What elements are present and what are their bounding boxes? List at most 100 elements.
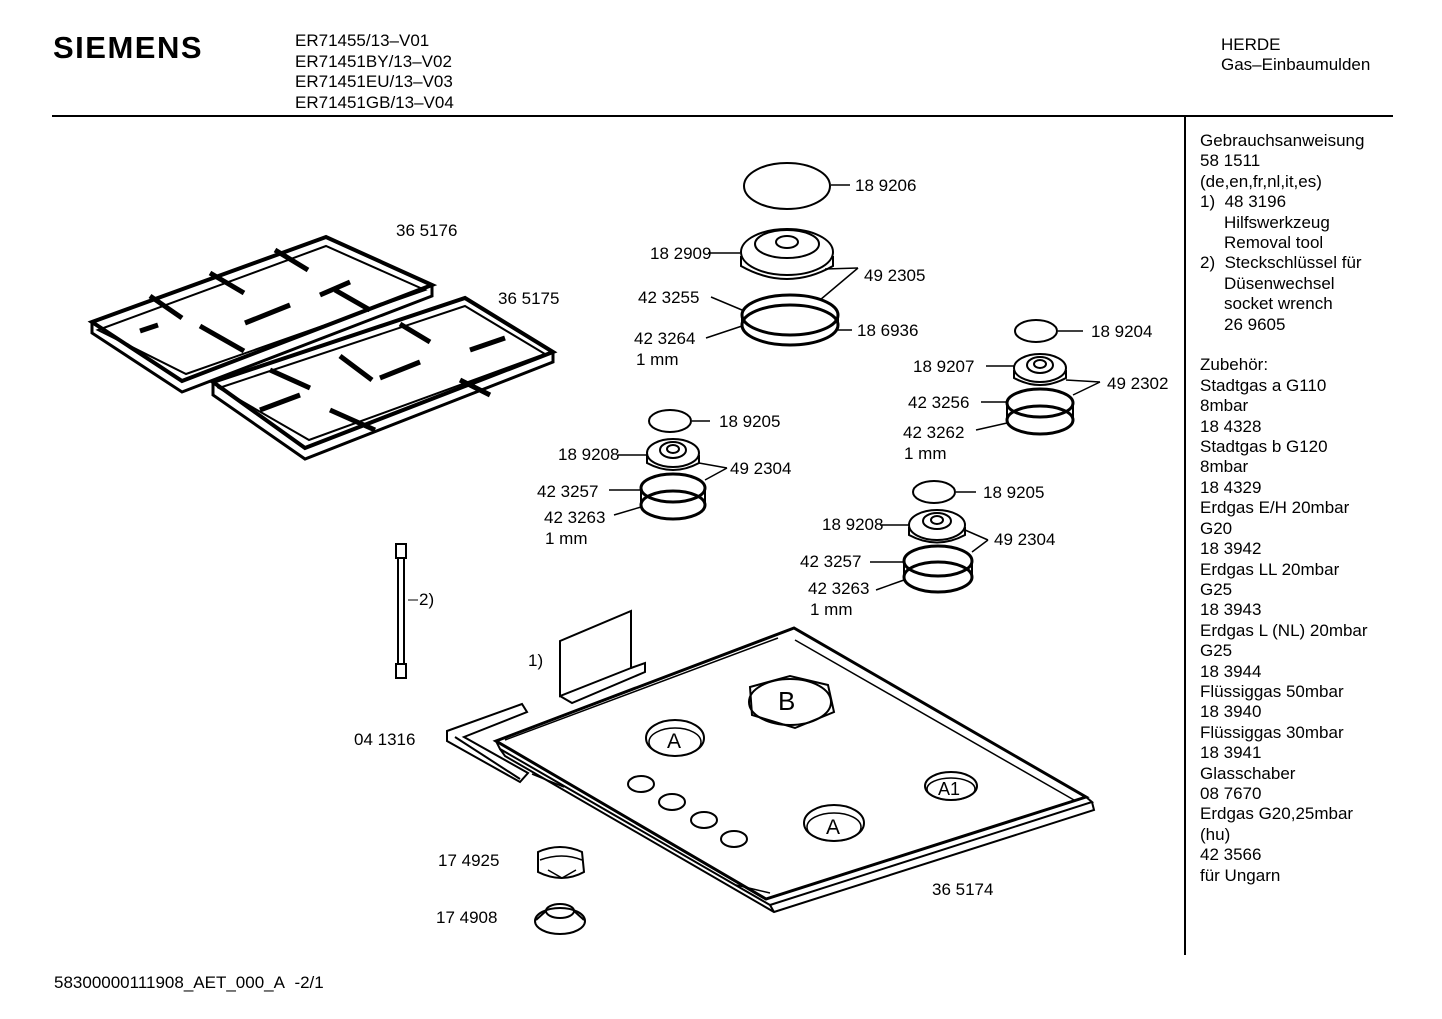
- part-label: 1 mm: [810, 600, 853, 619]
- note-marker: 1): [1200, 192, 1216, 212]
- corner-strip: [446, 702, 530, 784]
- note-line: Hilfswerkzeug: [1224, 212, 1330, 232]
- accessory-line: (hu): [1200, 824, 1231, 844]
- part-label: 42 3262: [903, 423, 965, 442]
- note-line: Düsenwechsel: [1224, 273, 1335, 293]
- note-text: Steckschlüssel für: [1224, 253, 1362, 273]
- accessory-line: G20: [1200, 518, 1233, 538]
- manual-number: 58 1511: [1200, 151, 1261, 171]
- document-id: 58300000111908_AET_000_A -2/1: [54, 973, 324, 993]
- burner-letter: A: [667, 730, 682, 753]
- part-label: 18 6936: [857, 321, 919, 340]
- part-label: 18 9205: [719, 412, 781, 431]
- sidebar-divider: [1184, 117, 1186, 955]
- part-label: 42 3263: [808, 579, 870, 598]
- burner-large-stack: [705, 162, 859, 347]
- part-label: 49 2304: [730, 459, 792, 478]
- burner-letter: A: [826, 816, 841, 839]
- part-label: 1 mm: [636, 350, 679, 369]
- part-label: 49 2302: [1107, 374, 1169, 393]
- burner-right-stack: [975, 319, 1101, 436]
- brand-logo: SIEMENS: [53, 30, 204, 65]
- part-label: 18 9208: [822, 515, 884, 534]
- accessory-line: 18 3942: [1200, 539, 1262, 559]
- manual-languages: (de,en,fr,nl,it,es): [1200, 171, 1322, 191]
- removal-tool: [559, 609, 646, 705]
- model-number: ER71455/13–V01: [295, 31, 430, 50]
- part-label: 18 9207: [913, 357, 975, 376]
- accessory-line: Flüssiggas 30mbar: [1200, 722, 1344, 742]
- callout-marker: 1): [528, 651, 544, 670]
- part-label: 36 5175: [498, 289, 560, 308]
- accessory-line: 8mbar: [1200, 457, 1249, 477]
- doc-number: 58300000111908_AET_000_A: [54, 973, 285, 992]
- part-label: 18 9204: [1091, 322, 1153, 341]
- accessory-line: für Ungarn: [1200, 865, 1281, 885]
- category-line: Gas–Einbaumulden: [1221, 54, 1371, 74]
- accessory-line: G25: [1200, 579, 1233, 599]
- hob-top: [492, 626, 1096, 914]
- accessory-line: 18 4328: [1200, 416, 1262, 436]
- burner-mid-right-stack: [870, 480, 989, 594]
- part-label: 17 4908: [436, 908, 498, 927]
- part-label: 18 2909: [650, 244, 712, 263]
- part-label: 42 3257: [537, 482, 599, 501]
- part-label: 04 1316: [354, 730, 416, 749]
- accessory-line: 18 4329: [1200, 477, 1262, 497]
- accessory-line: 18 3940: [1200, 702, 1262, 722]
- product-category: HERDE Gas–Einbaumulden: [1221, 35, 1370, 74]
- part-label: 42 3263: [544, 508, 606, 527]
- accessory-line: G25: [1200, 641, 1233, 661]
- knob: [537, 846, 586, 879]
- note-line: socket wrench: [1224, 294, 1333, 314]
- socket-wrench: [395, 543, 407, 679]
- category-line: HERDE: [1221, 35, 1281, 54]
- accessory-heading: Zubehör:: [1200, 355, 1269, 375]
- accessory-line: Erdgas L (NL) 20mbar: [1200, 620, 1368, 640]
- accessory-line: Glasschaber: [1200, 763, 1296, 783]
- accessory-line: 08 7670: [1200, 783, 1262, 803]
- model-number: ER71451GB/13–V04: [295, 92, 454, 112]
- part-label: 1 mm: [904, 444, 947, 463]
- burner-mid-left-stack: [609, 409, 728, 521]
- grate-left: [87, 234, 438, 394]
- part-label: 36 5174: [932, 880, 994, 899]
- accessory-line: Erdgas E/H 20mbar: [1200, 498, 1350, 518]
- note-marker: 2): [1200, 253, 1216, 273]
- part-label: 17 4925: [438, 851, 500, 870]
- accessory-line: Erdgas LL 20mbar: [1200, 559, 1340, 579]
- note-line: Removal tool: [1224, 233, 1324, 253]
- model-list: ER71455/13–V01 ER71451BY/13–V02 ER71451E…: [295, 31, 454, 113]
- note-number: 48 3196: [1224, 192, 1287, 212]
- accessory-line: 18 3941: [1200, 743, 1262, 763]
- model-number: ER71451BY/13–V02: [295, 51, 452, 71]
- accessory-line: Flüssiggas 50mbar: [1200, 681, 1344, 701]
- burner-letter: B: [778, 686, 796, 716]
- part-label: 42 3256: [908, 393, 970, 412]
- accessory-line: 18 3943: [1200, 600, 1262, 620]
- callout-marker: 2): [419, 590, 435, 609]
- part-label: 18 9208: [558, 445, 620, 464]
- header-divider: [52, 115, 1393, 117]
- sidebar-notes: Gebrauchsanweisung 58 1511 (de,en,fr,nl,…: [1200, 131, 1368, 886]
- note-1: 1) 48 3196: [1200, 192, 1368, 212]
- note-2: 2) Steckschlüssel für: [1200, 253, 1368, 273]
- part-label: 42 3255: [638, 288, 700, 307]
- part-label: 42 3257: [800, 552, 862, 571]
- note-line: 26 9605: [1224, 314, 1286, 334]
- part-label: 18 9205: [983, 483, 1045, 502]
- accessory-line: Stadtgas b G120: [1200, 437, 1328, 457]
- manual-title: Gebrauchsanweisung: [1200, 131, 1365, 150]
- knob-cap: [534, 903, 586, 935]
- model-number: ER71451EU/13–V03: [295, 72, 453, 91]
- part-label: 1 mm: [545, 529, 588, 548]
- grate-right: [208, 295, 558, 461]
- part-label: 49 2305: [864, 266, 926, 285]
- accessory-line: 42 3566: [1200, 845, 1262, 865]
- page-number: -2/1: [294, 973, 324, 992]
- part-label: 49 2304: [994, 530, 1056, 549]
- accessory-line: Erdgas G20,25mbar: [1200, 804, 1354, 824]
- accessory-line: Stadtgas a G110: [1200, 375, 1327, 395]
